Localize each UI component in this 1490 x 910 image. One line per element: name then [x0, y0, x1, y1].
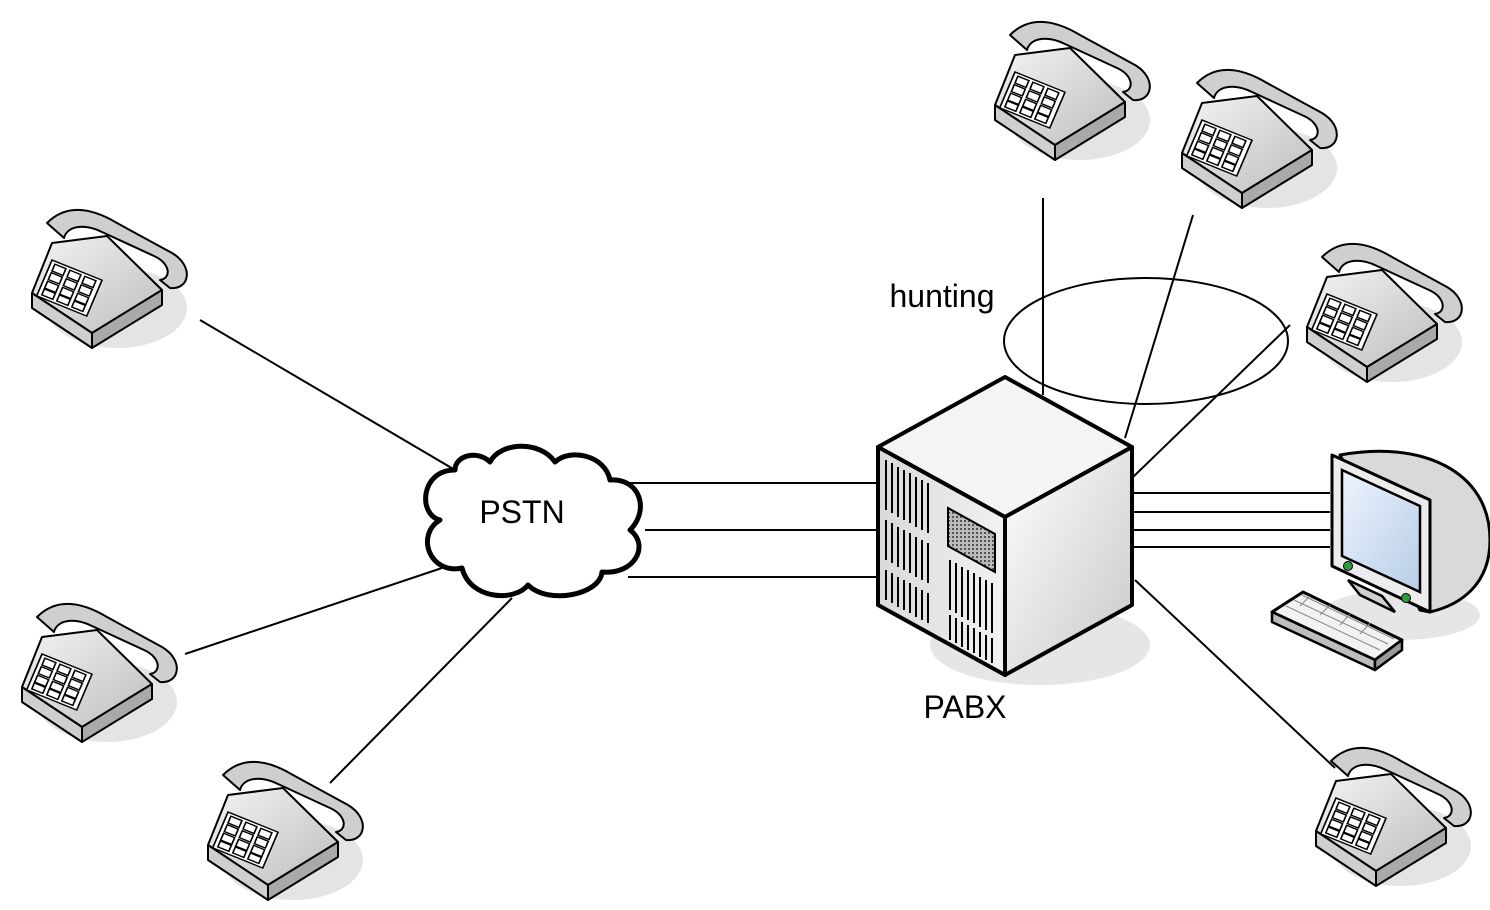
- hunting-group-ellipse: [1003, 277, 1289, 405]
- pabx-label: PABX: [924, 689, 1007, 725]
- telephone-icon: [1315, 746, 1472, 887]
- connection-lines: [184, 198, 1336, 784]
- pabx-server-icon: [876, 375, 1150, 685]
- telephone-icon: [207, 760, 364, 901]
- computer-terminal-icon: [1270, 449, 1490, 672]
- pstn-label: PSTN: [479, 494, 564, 530]
- cloud-icon: [423, 443, 643, 599]
- hunting-label: hunting: [890, 278, 995, 314]
- telephone-icon: [1306, 242, 1463, 383]
- telephone-icon: [21, 602, 178, 743]
- telephone-icon: [994, 20, 1151, 162]
- telephone-icon: [31, 208, 188, 349]
- telephone-icon: [1181, 68, 1338, 209]
